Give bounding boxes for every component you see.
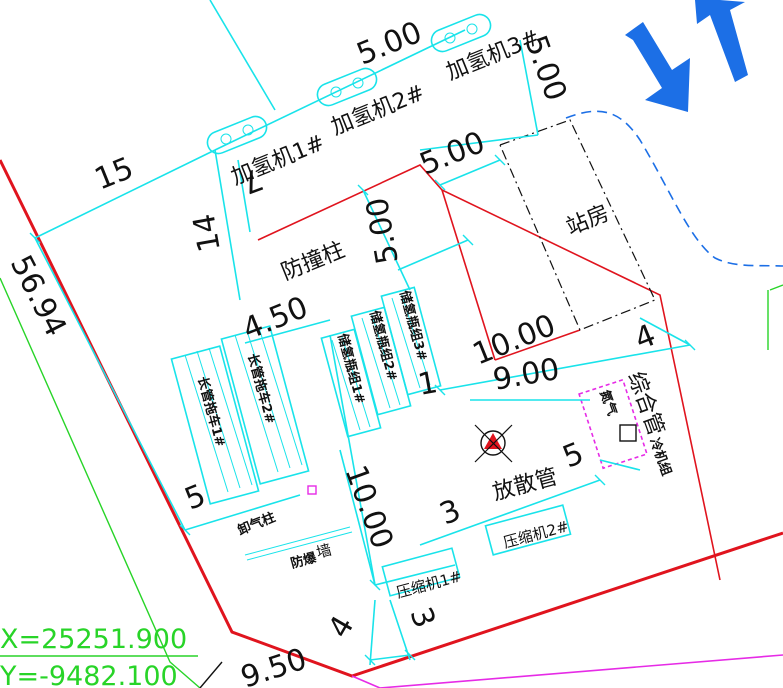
dim-5-00-top: 5.00 <box>352 15 427 72</box>
label-blast-wall-b: 墙 <box>314 541 333 562</box>
dispenser-2-shape <box>316 67 378 107</box>
dispenser-1-shape <box>206 115 268 155</box>
label-crash-post: 防撞柱 <box>278 238 349 286</box>
vent-pipe-symbol <box>474 424 513 463</box>
dim-3-bottom: 3 <box>402 603 441 633</box>
label-dispenser-2: 加氢机2# <box>328 81 429 141</box>
dimension-lines <box>34 0 691 666</box>
dim-4-50: 4.50 <box>238 290 313 347</box>
magenta-lines <box>307 378 783 688</box>
label-tube-trailer-1: 长管拖车1# <box>194 375 228 449</box>
label-vent-pipe: 放散管 <box>490 465 560 506</box>
blast-wall <box>244 526 353 561</box>
dim-5-00-stack: 5.00 <box>360 195 406 267</box>
label-blast-wall-a: 防爆 <box>289 549 319 571</box>
label-compressor-1: 压缩机1# <box>394 567 463 602</box>
dim-4: 4 <box>630 318 661 358</box>
dim-10-00-bottom: 10.00 <box>337 461 399 554</box>
label-control-area-a: 综合管 <box>622 369 668 440</box>
control-box <box>619 424 637 442</box>
label-control-area-b: 氮气 <box>596 388 620 418</box>
road-edge <box>565 110 783 267</box>
label-storage-1: 储氢瓶组1# <box>334 331 368 406</box>
dispenser-3-shape <box>430 13 492 53</box>
dim-5-right: 5 <box>558 436 589 476</box>
green-boundary <box>0 277 783 688</box>
compressor-2-box <box>484 504 572 556</box>
dim-14: 14 <box>187 211 228 255</box>
coord-x: X=25251.900 <box>0 624 187 655</box>
traffic-arrows <box>625 0 748 112</box>
tube-trailer-2 <box>220 325 310 485</box>
label-unloading-post: 卸气柱 <box>236 509 278 538</box>
label-tube-trailer-2: 长管拖车2# <box>244 352 278 426</box>
label-control-area-c: 冷机组 <box>646 436 674 478</box>
dim-4-bottom: 4 <box>322 610 362 644</box>
label-dispenser-1: 加氢机1# <box>228 131 329 191</box>
storage-group-3 <box>380 286 442 396</box>
dim-56-94: 56.94 <box>3 250 73 342</box>
coord-y: Y=-9482.100 <box>0 661 178 688</box>
compressor-1-box <box>381 547 461 597</box>
dim-3: 3 <box>435 493 466 533</box>
label-station-house: 站房 <box>563 201 613 241</box>
dim-5-00-mid: 5.00 <box>415 125 490 182</box>
tube-trailer-1 <box>170 345 260 505</box>
label-compressor-2: 压缩机2# <box>501 517 570 552</box>
coordinate-annotation: X=25251.900 Y=-9482.100 <box>0 624 223 688</box>
dimension-ticks <box>29 154 696 666</box>
dim-5-left: 5 <box>180 478 211 518</box>
station-house-outline <box>499 119 656 331</box>
